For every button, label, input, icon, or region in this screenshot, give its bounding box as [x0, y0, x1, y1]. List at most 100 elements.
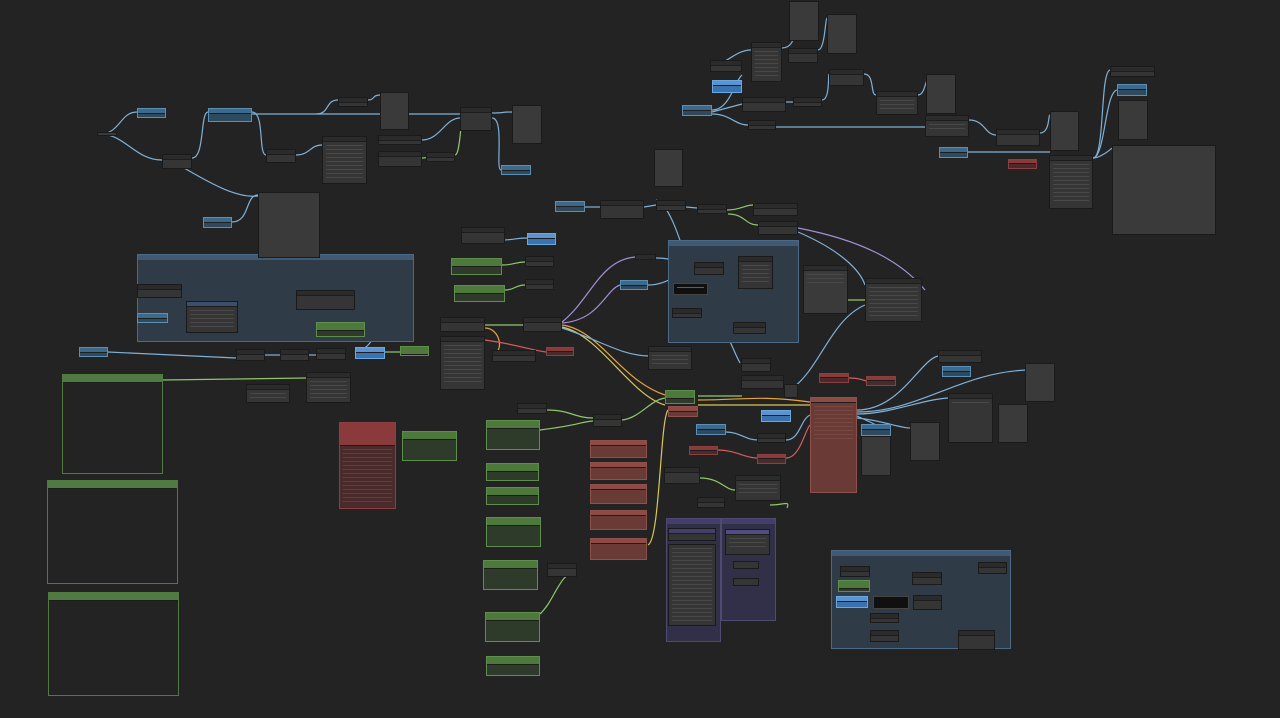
- node[interactable]: [870, 630, 899, 642]
- note-node[interactable]: [48, 592, 179, 696]
- node-negative-prompt[interactable]: [339, 422, 396, 509]
- node[interactable]: [819, 373, 849, 383]
- node[interactable]: [742, 97, 786, 112]
- image-preview-node[interactable]: [1050, 111, 1079, 151]
- node-text-output[interactable]: [873, 596, 909, 609]
- node[interactable]: [635, 254, 656, 260]
- node[interactable]: [958, 630, 995, 650]
- node[interactable]: [246, 384, 290, 403]
- node-conditioning[interactable]: [486, 420, 540, 450]
- node[interactable]: [664, 467, 700, 484]
- node-with-widgets[interactable]: [738, 256, 773, 289]
- image-preview-node[interactable]: [380, 92, 409, 130]
- node[interactable]: [460, 107, 492, 131]
- node[interactable]: [710, 60, 742, 72]
- node-group-left[interactable]: [137, 254, 414, 342]
- note-node[interactable]: [47, 480, 178, 584]
- node-selected[interactable]: [355, 347, 385, 359]
- image-preview-node[interactable]: [827, 14, 857, 54]
- node[interactable]: [757, 433, 786, 443]
- node-group-purple-2[interactable]: [721, 518, 776, 621]
- image-preview-node[interactable]: [926, 74, 956, 114]
- node-with-widgets[interactable]: [322, 136, 367, 184]
- node-conditioning[interactable]: [400, 346, 429, 356]
- node-with-widgets[interactable]: [865, 278, 922, 322]
- node-loader[interactable]: [137, 108, 166, 118]
- node[interactable]: [546, 347, 574, 356]
- node-loader[interactable]: [501, 165, 531, 175]
- node-with-widgets[interactable]: [648, 346, 692, 370]
- node-loader[interactable]: [79, 347, 108, 357]
- node[interactable]: [788, 48, 818, 63]
- node[interactable]: [426, 152, 455, 162]
- node-loader[interactable]: [555, 201, 585, 212]
- node-with-widgets[interactable]: [725, 529, 770, 555]
- node[interactable]: [758, 221, 798, 235]
- image-preview-node[interactable]: [998, 404, 1028, 443]
- image-preview-node[interactable]: [789, 1, 819, 41]
- node-loader[interactable]: [682, 105, 712, 116]
- node[interactable]: [316, 348, 346, 360]
- image-preview-node[interactable]: [803, 265, 848, 314]
- node-negative[interactable]: [590, 510, 647, 530]
- node[interactable]: [876, 91, 918, 115]
- node-loader[interactable]: [942, 366, 971, 377]
- node-conditioning[interactable]: [454, 285, 505, 302]
- node-text-output[interactable]: [673, 283, 708, 295]
- image-preview-node[interactable]: [512, 105, 542, 144]
- node-selected[interactable]: [712, 80, 742, 93]
- node-loader[interactable]: [861, 424, 891, 436]
- note-node[interactable]: [62, 374, 163, 474]
- node[interactable]: [525, 279, 554, 290]
- node[interactable]: [338, 97, 368, 107]
- node-conditioning[interactable]: [838, 580, 870, 592]
- node[interactable]: [689, 446, 718, 455]
- node-conditioning[interactable]: [486, 487, 539, 505]
- node-selected[interactable]: [527, 233, 556, 245]
- node[interactable]: [733, 561, 759, 569]
- node[interactable]: [378, 135, 422, 145]
- reroute-node[interactable]: [97, 132, 117, 136]
- node[interactable]: [753, 203, 798, 216]
- node[interactable]: [672, 308, 702, 318]
- node[interactable]: [1008, 159, 1037, 169]
- node-with-widgets[interactable]: [1049, 155, 1093, 209]
- node[interactable]: [525, 256, 554, 267]
- node[interactable]: [547, 563, 577, 577]
- node[interactable]: [668, 406, 698, 417]
- node[interactable]: [870, 613, 899, 623]
- node[interactable]: [266, 149, 296, 163]
- node-negative[interactable]: [590, 484, 647, 504]
- node[interactable]: [748, 120, 776, 130]
- node[interactable]: [492, 350, 536, 362]
- node[interactable]: [697, 204, 727, 214]
- image-preview-node[interactable]: [910, 422, 940, 461]
- node-negative[interactable]: [590, 462, 647, 480]
- node-loader[interactable]: [203, 217, 232, 228]
- node[interactable]: [517, 403, 547, 414]
- node-with-widgets[interactable]: [735, 475, 781, 501]
- reroute-node[interactable]: [784, 384, 798, 398]
- node[interactable]: [694, 262, 724, 275]
- node-loader[interactable]: [696, 424, 726, 435]
- node[interactable]: [948, 393, 993, 443]
- node-loader[interactable]: [939, 147, 968, 158]
- node-conditioning[interactable]: [316, 322, 365, 337]
- node-with-widgets[interactable]: [751, 42, 782, 82]
- node-conditioning[interactable]: [486, 517, 541, 547]
- node-negative[interactable]: [590, 538, 647, 560]
- node[interactable]: [162, 154, 192, 169]
- node[interactable]: [280, 349, 309, 361]
- node-loader[interactable]: [208, 108, 252, 122]
- node[interactable]: [733, 578, 759, 586]
- image-preview-node[interactable]: [1025, 363, 1055, 402]
- node[interactable]: [600, 200, 644, 219]
- node-conditioning[interactable]: [486, 463, 539, 481]
- node-loader[interactable]: [1117, 84, 1147, 96]
- node-with-widgets[interactable]: [440, 336, 485, 390]
- node[interactable]: [925, 115, 969, 137]
- node[interactable]: [668, 528, 716, 541]
- node[interactable]: [912, 572, 942, 585]
- node[interactable]: [741, 358, 771, 372]
- node-with-widgets[interactable]: [306, 372, 351, 403]
